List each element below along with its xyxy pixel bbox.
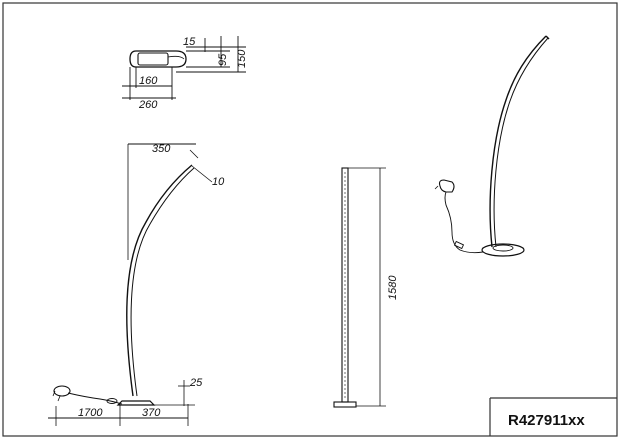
dim-label-260: 260 xyxy=(138,99,158,111)
product-code: R427911xx xyxy=(508,412,585,429)
top-view xyxy=(122,36,246,100)
dim-label-150: 150 xyxy=(236,49,248,68)
perspective-cable xyxy=(444,191,484,254)
plug-adapter xyxy=(53,385,71,397)
lamp-base xyxy=(116,400,156,406)
lamp-arm-outer xyxy=(126,164,193,397)
perspective-view xyxy=(434,35,550,257)
dim-label-1700: 1700 xyxy=(78,407,103,419)
base-outline xyxy=(129,50,187,68)
dim-label-10: 10 xyxy=(212,176,225,188)
lamp-arm-inner xyxy=(130,167,195,397)
perspective-switch xyxy=(453,240,465,250)
dim-label-1580: 1580 xyxy=(387,275,399,300)
perspective-arm-inner xyxy=(493,37,549,248)
pole-base xyxy=(333,401,357,408)
dim-label-95: 95 xyxy=(217,53,229,66)
cable-switch xyxy=(106,398,118,404)
front-view xyxy=(48,143,213,426)
title-block xyxy=(489,397,617,436)
dim-label-370: 370 xyxy=(142,407,161,419)
dim-label-160: 160 xyxy=(139,75,158,87)
dim-label-350: 350 xyxy=(152,143,171,155)
dim-label-25: 25 xyxy=(189,377,203,389)
perspective-plug xyxy=(438,179,455,193)
perspective-arm-outer xyxy=(489,35,547,248)
dim-label-15: 15 xyxy=(183,36,196,48)
side-view xyxy=(333,167,386,408)
base-inner-plate xyxy=(137,52,169,66)
perspective-base xyxy=(481,243,525,257)
